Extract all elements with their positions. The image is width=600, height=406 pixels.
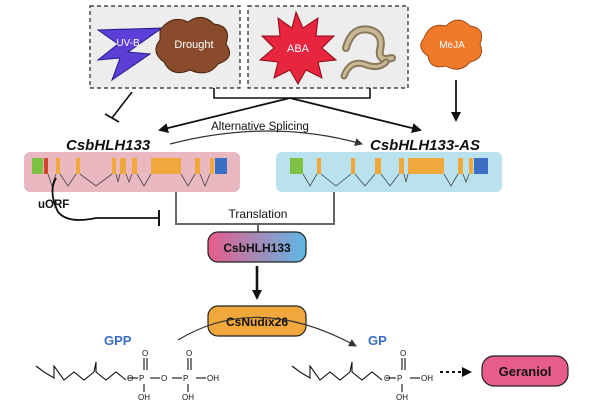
meja-icon [420,19,483,70]
translation-bracket [175,192,335,225]
insect-icon [340,25,396,80]
gp-structure [291,358,420,392]
exon-track-alt [290,158,488,187]
inhibit-line-uvb [111,91,133,119]
gp-label: GP [368,333,387,348]
arrow-to-full-gene [158,97,291,133]
uorf-label: uORF [38,199,69,211]
svg-text:P: P [183,374,188,383]
gene-name-full: CsbHLH133 [66,137,151,154]
gp-oh-2: OH [421,374,433,383]
aba-label: ABA [287,43,310,55]
svg-text:O: O [400,349,406,358]
gpp-oh-3: OH [207,374,219,383]
drought-label: Drought [174,39,213,51]
aba-bracket [213,88,371,99]
protein-csnudix26 [207,305,307,337]
gpp-oh-1: OH [138,393,150,402]
protein-csbhlh133-label: CsbHLH133 [223,241,291,255]
svg-text:O: O [127,374,133,383]
gpp-atoms: O P O P O O OH OH OH [127,349,219,402]
aba-icon [258,10,338,86]
svg-text:O: O [384,374,390,383]
exon-track-full [32,158,227,188]
gpp-structure [35,358,206,392]
protein-csbhlh133 [207,231,307,263]
gp-atoms: O P O OH OH [384,349,433,402]
uvb-icon [96,27,164,82]
arrow-to-alt-gene [289,97,422,133]
gp-oh-1: OH [396,393,408,402]
svg-text:P: P [397,374,402,383]
gpp-oh-2: OH [182,393,194,402]
gene-name-alt: CsbHLH133-AS [370,137,480,154]
geraniol-box [481,355,569,387]
inhibit-bar-uvb [104,113,120,123]
drought-icon [155,17,231,74]
meja-label: MeJA [439,40,465,51]
svg-text:O: O [161,374,167,383]
uorf-inhibition-line [51,177,158,221]
uvb-label: UV-B [116,38,140,49]
gpp-label: GPP [104,333,132,348]
translation-label: Translation [229,207,288,221]
splicing-arrow [169,130,363,146]
svg-text:O: O [142,349,148,358]
svg-text:P: P [139,374,144,383]
splicing-label: Alternative Splicing [211,121,309,133]
geraniol-label: Geraniol [499,364,552,379]
reaction-arrow [177,316,357,347]
gene-structure-alt [276,152,502,192]
svg-text:O: O [186,349,192,358]
